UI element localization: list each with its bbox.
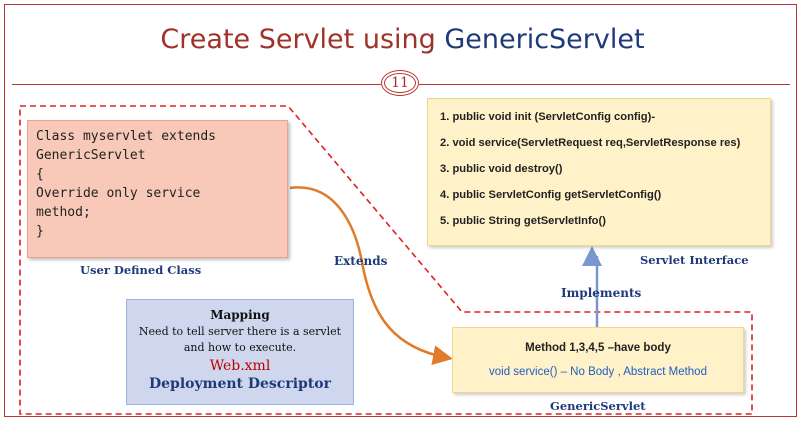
slide-number: 11 [384,73,416,93]
code-line: GenericServlet [36,148,146,163]
extends-label: Extends [334,254,388,268]
user-defined-class-box: Class myservlet extends GenericServlet {… [27,120,288,258]
generic-servlet-line-2: void service() – No Body , Abstract Meth… [489,366,707,378]
user-defined-class-caption: User Defined Class [80,263,202,277]
generic-servlet-box: Method 1,3,4,5 –have body void service()… [452,327,744,393]
interface-method: 2. void service(ServletRequest req,Servl… [440,137,741,149]
interface-method: 4. public ServletConfig getServletConfig… [440,189,662,201]
mapping-heading: Mapping [210,308,270,322]
servlet-interface-box: 1. public void init (ServletConfig confi… [427,98,771,246]
title-part-genericservlet: GenericServlet [444,24,645,55]
code-line: { [36,167,44,182]
title-divider-left [12,84,381,85]
extends-arrow [289,186,453,366]
generic-servlet-caption: GenericServlet [550,399,646,413]
interface-method: 5. public String getServletInfo() [440,215,606,227]
slide-title: Create Servlet using GenericServlet [0,24,805,55]
servlet-interface-caption: Servlet Interface [640,253,749,267]
mapping-descriptor: Deployment Descriptor [149,376,331,392]
dashed-boundary [19,105,753,415]
mapping-file: Web.xml [209,358,271,374]
interface-method: 3. public void destroy() [440,163,563,175]
code-line: Class myservlet extends [36,129,217,144]
code-line: method; [36,205,91,220]
interface-method: 1. public void init (ServletConfig confi… [440,111,656,123]
mapping-line-1: Need to tell server there is a servlet [138,325,342,338]
code-line: Override only service [36,186,201,201]
implements-label: Implements [561,286,642,300]
mapping-box: Mapping Need to tell server there is a s… [126,299,354,405]
generic-servlet-line-1: Method 1,3,4,5 –have body [525,342,671,354]
title-divider-right [419,84,790,85]
slide-number-badge: 11 [381,70,419,96]
title-part-create: Create Servlet using [160,24,445,55]
code-line: } [36,224,44,239]
mapping-line-2: and how to execute. [183,341,297,354]
slide-frame [4,4,797,417]
